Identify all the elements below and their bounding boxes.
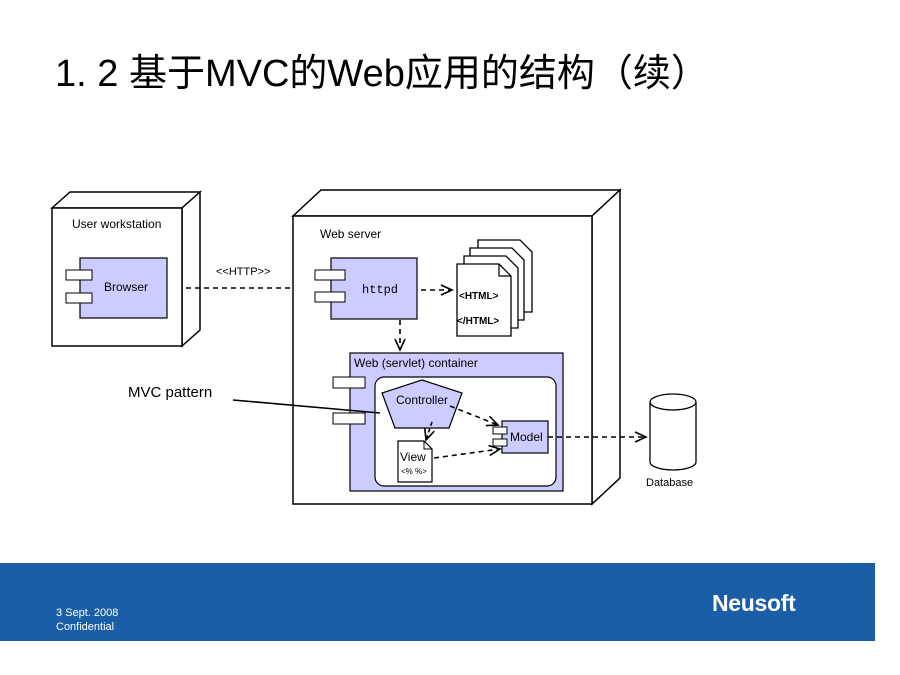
mvc-pattern-pointer <box>232 399 381 414</box>
view-component: View <% %> <box>397 440 433 483</box>
web-server-label: Web server <box>320 227 381 241</box>
user-workstation-label: User workstation <box>72 217 161 231</box>
httpd-label: httpd <box>362 283 398 297</box>
controller-component: Controller <box>381 379 463 429</box>
footer-date-block: 3 Sept. 2008 Confidential <box>56 606 118 634</box>
view-tag: <% %> <box>401 467 427 476</box>
database-label: Database <box>646 477 693 489</box>
view-to-model-arrow <box>433 444 502 459</box>
footer-date: 3 Sept. 2008 <box>56 607 119 619</box>
neusoft-logo: Neusoft <box>712 590 796 616</box>
browser-component: Browser <box>65 257 168 319</box>
html-open-tag: <HTML> <box>459 291 499 302</box>
http-label: <<HTTP>> <box>216 266 270 278</box>
controller-label: Controller <box>396 393 448 407</box>
footer-band <box>0 563 875 641</box>
httpd-component: httpd <box>314 257 418 320</box>
database-icon: Database <box>646 393 697 489</box>
controller-to-view-arrow <box>423 421 435 442</box>
browser-label: Browser <box>104 280 148 294</box>
html-close-tag: </HTML> <box>457 316 499 327</box>
container-label: Web (servlet) container <box>354 356 478 370</box>
mvc-pattern-label: MVC pattern <box>128 384 212 401</box>
view-label: View <box>400 450 426 464</box>
mvc-architecture-diagram: User workstation Browser <<HTTP>> Web se… <box>50 188 697 506</box>
model-label: Model <box>510 430 543 444</box>
slide-title: 1. 2 基于MVC的Web应用的结构（续） <box>55 53 709 95</box>
html-documents-icon: <HTML> </HTML> <box>456 239 533 337</box>
model-component: Model <box>492 420 549 454</box>
footer-confidential: Confidential <box>56 621 115 633</box>
